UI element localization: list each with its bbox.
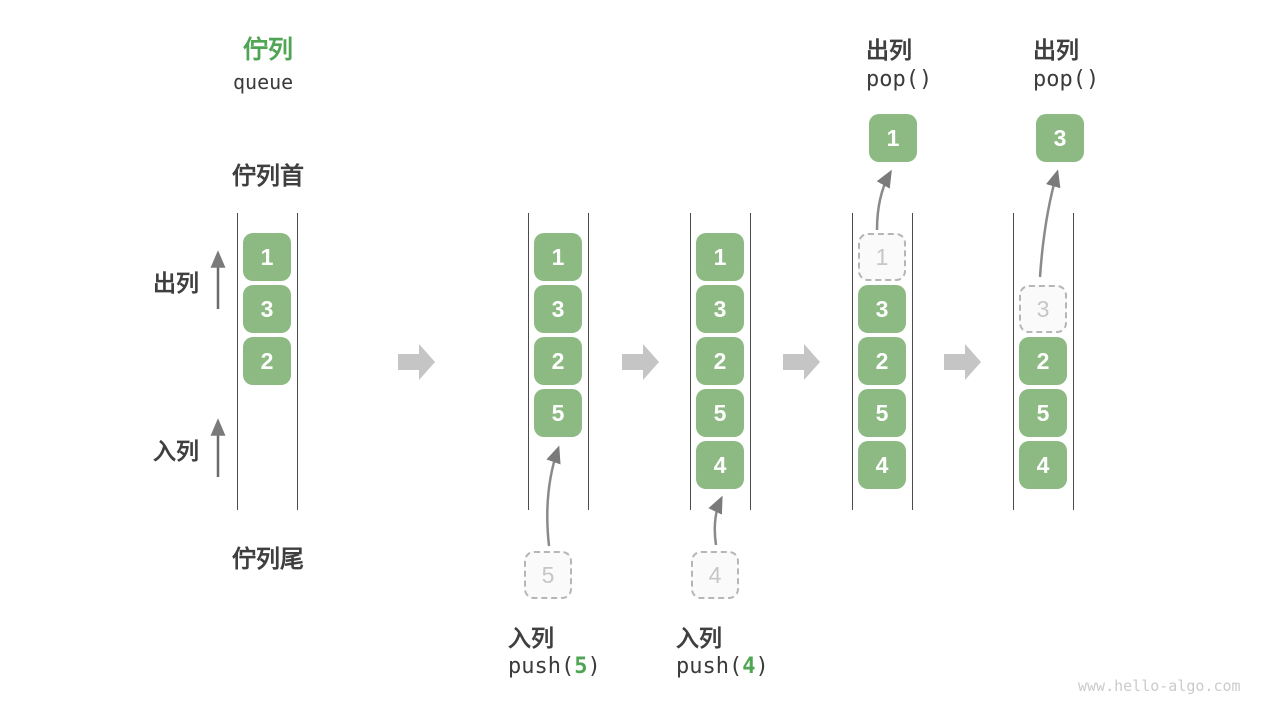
popped-item: 3 xyxy=(1036,114,1084,162)
queue-front-label: 佇列首 xyxy=(232,163,304,190)
push-call-arg: 4 xyxy=(742,654,756,679)
queue-item: 1 xyxy=(696,233,744,281)
pop-call: pop() xyxy=(866,67,933,92)
push-call-suffix: ) xyxy=(587,654,601,679)
queue-item: 2 xyxy=(858,337,906,385)
queue-item: 3 xyxy=(243,285,291,333)
pop-label: 出列 xyxy=(1033,37,1079,63)
queue-item: 1 xyxy=(534,233,582,281)
push-call: push(4) xyxy=(676,654,769,679)
queue-item: 4 xyxy=(696,441,744,489)
step-arrow-icon xyxy=(622,344,659,380)
step-arrow-icon xyxy=(783,344,820,380)
push-call-arg: 5 xyxy=(574,654,588,679)
pop-label: 出列 xyxy=(866,37,912,63)
push-call: push(5) xyxy=(508,654,601,679)
queue-state-3: 1 3 2 5 4 xyxy=(690,213,751,510)
incoming-item: 4 xyxy=(691,551,739,599)
queue-item: 1 xyxy=(243,233,291,281)
queue-item: 2 xyxy=(1019,337,1067,385)
queue-item: 2 xyxy=(243,337,291,385)
push-label: 入列 xyxy=(508,625,554,651)
queue-state-5: 3 2 5 4 xyxy=(1013,213,1074,510)
incoming-item: 5 xyxy=(524,551,572,599)
queue-item-ghost: 3 xyxy=(1019,285,1067,333)
queue-item: 5 xyxy=(858,389,906,437)
queue-item: 5 xyxy=(1019,389,1067,437)
watermark: www.hello-algo.com xyxy=(1078,677,1241,695)
push-call-prefix: push( xyxy=(676,654,743,679)
queue-rear-label: 佇列尾 xyxy=(232,546,304,573)
step-arrow-icon xyxy=(944,344,981,380)
queue-item: 4 xyxy=(1019,441,1067,489)
step-arrow-icon xyxy=(398,344,435,380)
popped-item: 1 xyxy=(869,114,917,162)
diagram-subtitle: queue xyxy=(233,70,294,94)
queue-item: 5 xyxy=(696,389,744,437)
push-call-suffix: ) xyxy=(755,654,769,679)
queue-item: 4 xyxy=(858,441,906,489)
pop-call: pop() xyxy=(1033,67,1100,92)
enqueue-label: 入列 xyxy=(153,438,199,464)
diagram-title: 佇列 xyxy=(243,36,294,64)
queue-item: 5 xyxy=(534,389,582,437)
queue-item: 2 xyxy=(696,337,744,385)
queue-item: 3 xyxy=(696,285,744,333)
queue-item: 2 xyxy=(534,337,582,385)
queue-item: 3 xyxy=(534,285,582,333)
dequeue-label: 出列 xyxy=(153,270,199,296)
push-label: 入列 xyxy=(676,625,722,651)
queue-item-ghost: 1 xyxy=(858,233,906,281)
queue-item: 3 xyxy=(858,285,906,333)
push-call-prefix: push( xyxy=(508,654,575,679)
queue-state-1: 1 3 2 xyxy=(237,213,298,510)
queue-state-4: 1 3 2 5 4 xyxy=(852,213,913,510)
queue-state-2: 1 3 2 5 xyxy=(528,213,589,510)
